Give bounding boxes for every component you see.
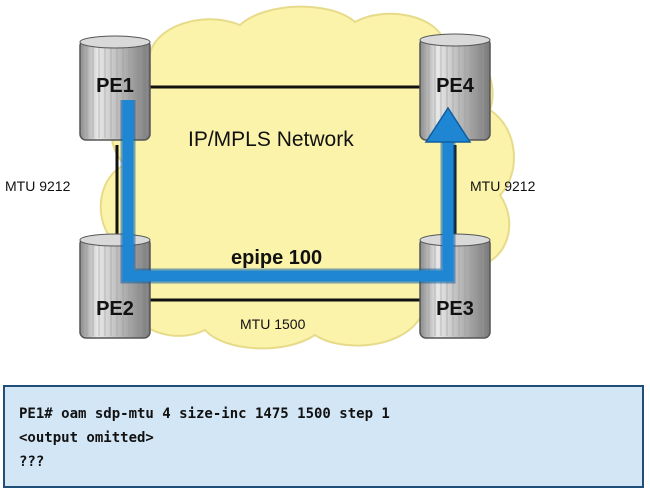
network-diagram (79, 5, 515, 350)
cli-command-line: PE1# oam sdp-mtu 4 size-inc 1475 1500 st… (19, 406, 390, 422)
cloud-label: IP/MPLS Network (188, 128, 354, 151)
router-pe3[interactable] (419, 233, 491, 339)
router-label-pe4: PE4 (436, 75, 474, 97)
router-pe2[interactable] (79, 233, 151, 339)
arrowhead-icon (424, 106, 472, 143)
cli-result-line: ??? (19, 454, 45, 470)
service-label: epipe 100 (231, 247, 323, 269)
router-pe4[interactable] (419, 33, 491, 141)
router-label-pe2: PE2 (96, 298, 134, 320)
mtu-bottom-label: MTU 1500 (240, 316, 306, 332)
cli-output-line: <output omitted> (19, 430, 154, 446)
router-label-pe1: PE1 (96, 75, 134, 97)
mtu-right-label: MTU 9212 (470, 178, 536, 194)
mtu-left-label: MTU 9212 (5, 178, 71, 194)
cli-output-box: PE1# oam sdp-mtu 4 size-inc 1475 1500 st… (3, 385, 644, 488)
router-label-pe3: PE3 (436, 298, 474, 320)
service-path-arrow (120, 100, 472, 284)
